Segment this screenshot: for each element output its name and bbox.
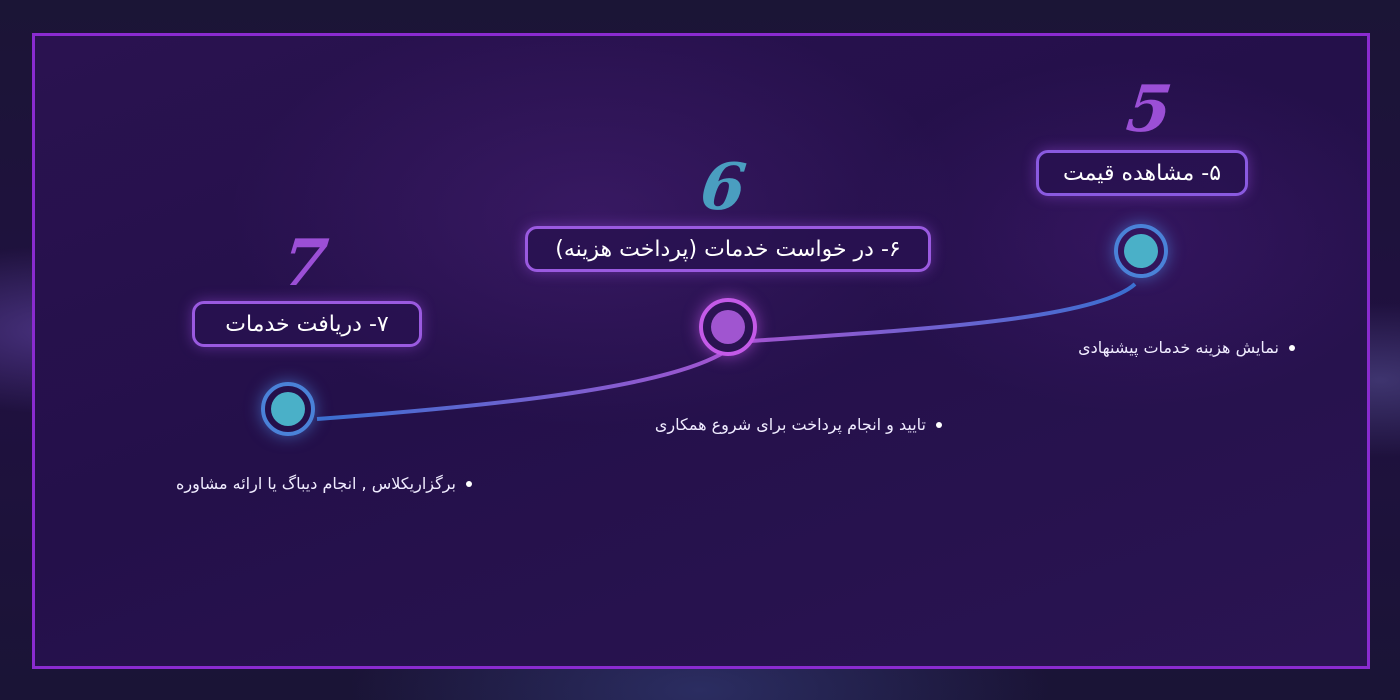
timeline-connector: [316, 282, 1137, 421]
step-description-7: برگزاریکلاس , انجام دیباگ یا ارائه مشاور…: [176, 474, 472, 493]
step-node-7-core: [271, 392, 305, 426]
bullet-icon: [466, 480, 472, 487]
connector-5-6: [750, 282, 1137, 343]
step-description-6-text: تایید و انجام پرداخت برای شروع همکاری: [654, 415, 926, 434]
step-description-5: نمایش هزینه خدمات پیشنهادی: [1078, 338, 1295, 357]
timeline-panel: 5 ۵- مشاهده قیمت نمایش هزینه خدمات پیشنه…: [32, 33, 1370, 669]
step-node-7: [261, 382, 315, 436]
step-node-5-core: [1124, 234, 1158, 268]
step-number-6: 6: [697, 150, 750, 225]
step-description-5-text: نمایش هزینه خدمات پیشنهادی: [1078, 338, 1279, 357]
step-number-5: 5: [1123, 72, 1176, 147]
step-number-7: 7: [279, 226, 332, 301]
bullet-icon: [1289, 344, 1295, 351]
bullet-icon: [936, 421, 942, 428]
step-title-7: ۷- دریافت خدمات: [192, 301, 422, 347]
connector-6-7: [316, 352, 722, 421]
step-node-5: [1114, 224, 1168, 278]
step-title-5: ۵- مشاهده قیمت: [1036, 150, 1248, 196]
step-description-7-text: برگزاریکلاس , انجام دیباگ یا ارائه مشاور…: [175, 474, 456, 493]
step-description-6: تایید و انجام پرداخت برای شروع همکاری: [655, 415, 942, 434]
step-node-6: [699, 298, 757, 356]
step-title-6: ۶- در خواست خدمات (پرداخت هزینه): [525, 226, 931, 272]
step-node-6-core: [711, 310, 745, 344]
